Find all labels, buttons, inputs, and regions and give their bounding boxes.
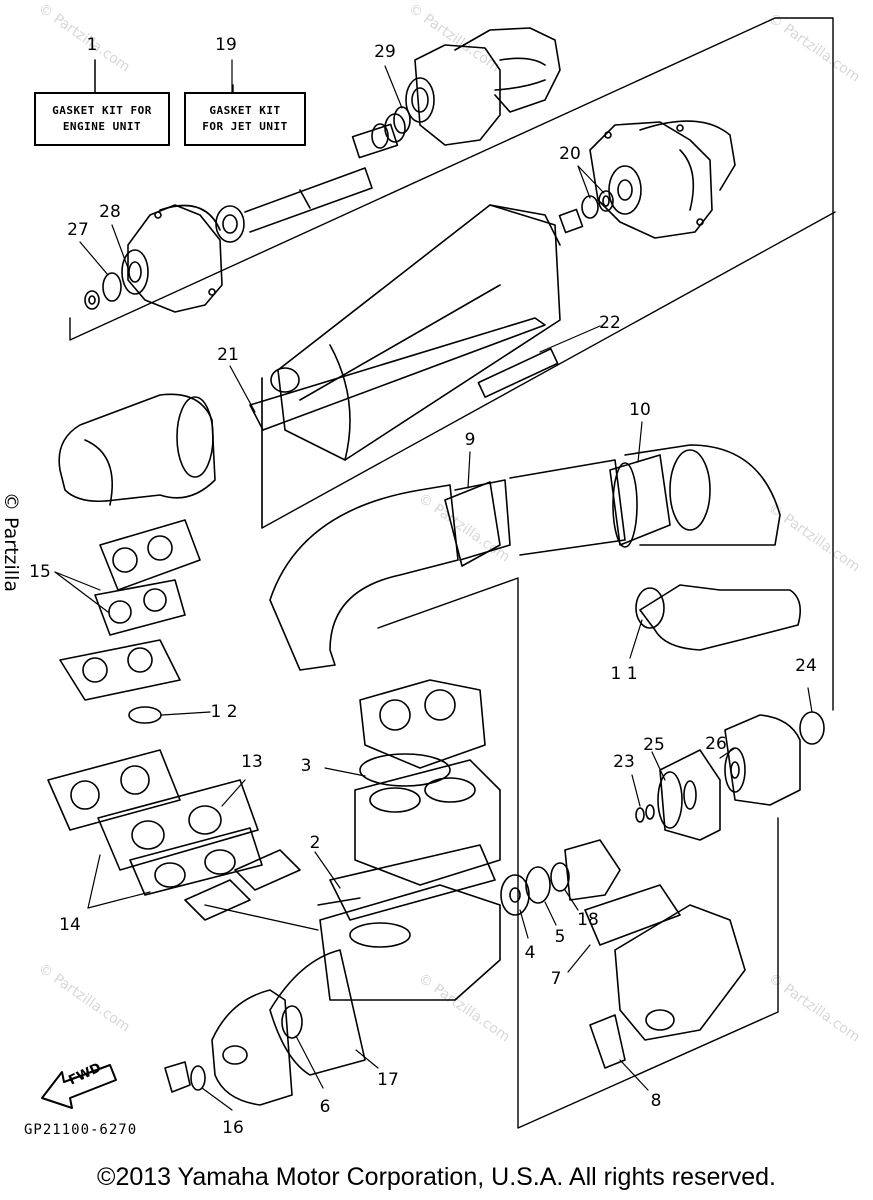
part-number-19: 19 — [215, 35, 237, 55]
leader-lines — [54, 59, 813, 1111]
part-number-26: 26 — [705, 734, 727, 754]
part-number-29: 29 — [374, 42, 396, 62]
magneto-cover — [211, 989, 293, 1106]
oil-seal-6 — [281, 1005, 303, 1039]
rubber-seal-22 — [477, 348, 559, 398]
part-number-5: 5 — [554, 927, 566, 947]
gasket-9 — [444, 481, 501, 567]
part-number-20: 20 — [559, 144, 581, 164]
oil-seal-27 — [102, 272, 122, 302]
crankcase — [319, 884, 501, 1001]
boundary-lines — [69, 17, 836, 1129]
exploded-parts-diagram — [41, 17, 836, 1129]
coupling-seals — [500, 839, 621, 916]
o-ring-29 — [393, 106, 411, 134]
gasket-12 — [128, 706, 162, 724]
sensor — [164, 1061, 191, 1093]
diagram-code: GP21100-6270 — [24, 1122, 138, 1138]
part-number-8: 8 — [650, 1091, 662, 1111]
gasket-kit-engine-box: GASKET KIT FOR ENGINE UNIT — [34, 92, 170, 146]
part-number-4: 4 — [524, 943, 536, 963]
washer — [84, 290, 100, 310]
impeller-housing — [589, 120, 736, 239]
part-number-21: 21 — [217, 345, 239, 365]
oil-seal-20b — [598, 190, 614, 212]
copyright-notice: ©2013 Yamaha Motor Corporation, U.S.A. A… — [97, 1163, 776, 1191]
base-gasket-2 — [329, 844, 496, 921]
fwd-arrow-icon — [41, 1064, 117, 1109]
part-number-13: 13 — [241, 752, 263, 772]
washer-hole — [88, 295, 96, 305]
part-number-23: 23 — [613, 752, 635, 772]
part-number-9: 9 — [464, 430, 476, 450]
kit-box-line: ENGINE UNIT — [62, 120, 142, 133]
part-number-11: 1 1 — [610, 664, 638, 684]
gasket-17 — [269, 949, 366, 1076]
part-number-22: 22 — [599, 313, 621, 333]
part-number-28: 28 — [99, 202, 121, 222]
part-number-15: 15 — [29, 562, 51, 582]
o-ring-23a — [635, 807, 645, 823]
cylinder-block — [354, 679, 501, 886]
bearing-housing — [121, 204, 223, 313]
part-number-27: 27 — [67, 220, 89, 240]
part-number-16: 16 — [222, 1118, 244, 1138]
o-ring-23b — [645, 804, 655, 820]
muffler — [58, 393, 216, 506]
part-number-24: 24 — [795, 656, 817, 676]
gasket-21 — [249, 317, 546, 431]
gasket-10 — [609, 454, 671, 546]
part-number-18: 18 — [577, 910, 599, 930]
oil-seal-20a — [581, 195, 599, 219]
part-number-1: 1 — [86, 35, 98, 55]
part-number-7: 7 — [550, 969, 562, 989]
exhaust-gaskets-15 — [94, 519, 201, 636]
drive-shaft — [215, 113, 406, 243]
reed-valves — [184, 849, 301, 921]
part-number-12: 1 2 — [210, 702, 238, 722]
part-number-2: 2 — [309, 833, 321, 853]
part-number-17: 17 — [377, 1070, 399, 1090]
exhaust-elbow — [635, 584, 801, 651]
part-number-6: 6 — [319, 1097, 331, 1117]
gasket-16 — [190, 1065, 206, 1091]
part-number-10: 10 — [629, 400, 651, 420]
side-watermark: © Partzilla — [0, 492, 22, 593]
part-number-25: 25 — [643, 735, 665, 755]
seal-hole — [602, 195, 610, 207]
exhaust-pipe — [269, 444, 781, 671]
part-number-14: 14 — [59, 915, 81, 935]
intake-tunnel — [270, 204, 561, 461]
exhaust-manifold — [584, 884, 746, 1041]
pump-housing-top — [405, 27, 561, 146]
rotary-pump — [657, 714, 801, 841]
o-ring-24 — [799, 711, 825, 745]
kit-box-line: FOR JET UNIT — [202, 120, 288, 133]
kit-box-line: GASKET KIT — [209, 104, 281, 117]
part-number-3: 3 — [300, 756, 312, 776]
cylinder-head-left — [47, 639, 263, 896]
gasket-8 — [589, 1014, 626, 1069]
bearing-collar — [558, 208, 584, 234]
gasket-kit-jet-box: GASKET KIT FOR JET UNIT — [184, 92, 306, 146]
kit-box-line: GASKET KIT FOR — [52, 104, 152, 117]
